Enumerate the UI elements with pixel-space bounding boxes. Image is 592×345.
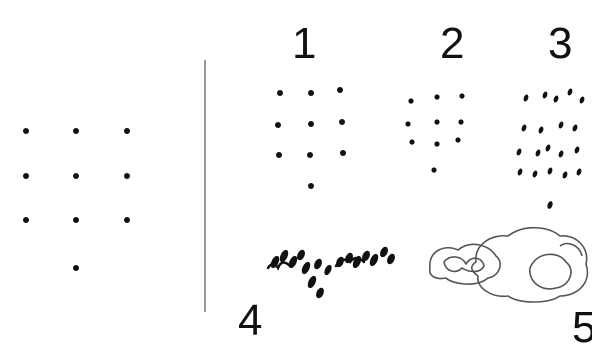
template-dot-grid: [23, 128, 130, 271]
panel-2-dots: [405, 93, 464, 172]
panel-5-outline-shapes: [430, 228, 588, 302]
panel-label-3: 3: [548, 19, 572, 68]
panel-label-2: 2: [440, 19, 464, 68]
panel-3-dots: [516, 88, 586, 210]
panel-label-1: 1: [292, 19, 316, 68]
panel-label-5: 5: [572, 303, 592, 345]
panel-label-4: 4: [238, 296, 262, 345]
panel-1-dots: [275, 87, 346, 189]
panel-4-scribbles: [268, 246, 396, 299]
